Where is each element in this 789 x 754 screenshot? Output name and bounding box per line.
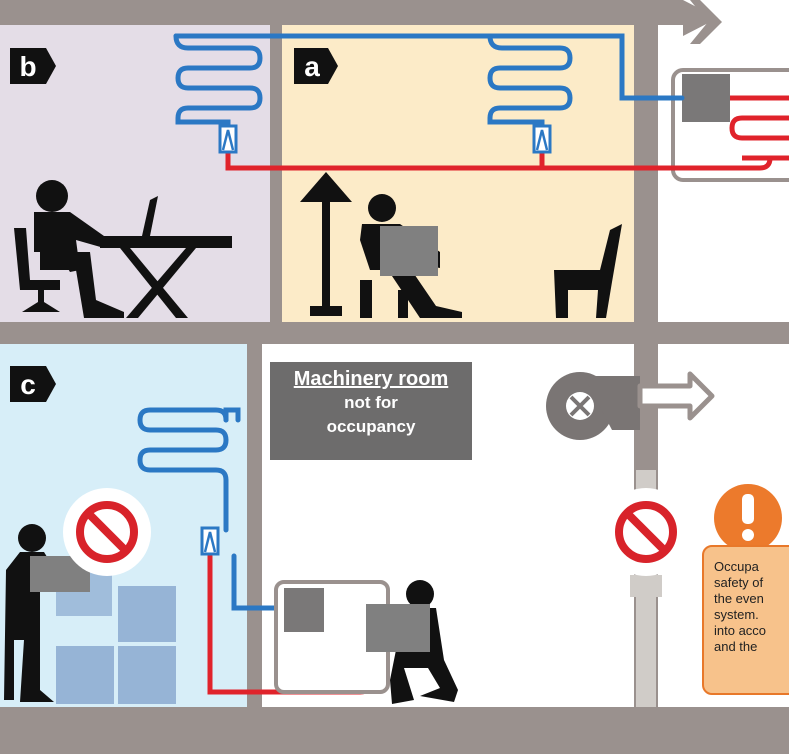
wall-lower-middle (247, 342, 262, 707)
expansion-valve-icon (218, 124, 238, 154)
lamp-silhouette (300, 172, 352, 316)
note-line: into acco (714, 623, 767, 638)
armchair-silhouette (554, 224, 622, 318)
note-line: and the (714, 639, 758, 654)
expansion-valve-icon (532, 124, 552, 154)
office-worker-silhouette (14, 180, 232, 318)
prohibited-icon (63, 488, 151, 576)
note-line: Occupa (714, 559, 759, 574)
exclamation-warning-icon (714, 484, 782, 552)
sign-title: Machinery room (293, 368, 449, 390)
room-label-a: a (294, 48, 338, 84)
room-label-b-text: b (19, 51, 36, 82)
carried-box (366, 604, 430, 652)
floor-slab (0, 322, 789, 344)
exhaust-fan-icon (546, 371, 715, 440)
roof (0, 0, 718, 36)
room-label-c-text: c (20, 369, 36, 400)
ground-slab (0, 707, 789, 754)
wall-upper-middle (270, 25, 282, 325)
machinery-room-sign: Machinery room not for occupancy (270, 362, 472, 460)
room-label-a-text: a (304, 51, 320, 82)
indoor-unit-lower (274, 580, 390, 694)
note-line: the even (714, 591, 764, 606)
worker-carrying-box-silhouette (4, 524, 60, 702)
room-label-c: c (10, 366, 56, 402)
outdoor-unit-upper (671, 68, 789, 182)
sign-line-3: occupancy (326, 417, 416, 436)
prohibited-icon (602, 488, 690, 576)
warning-note-box: Occupa safety of the even system. into a… (702, 545, 789, 695)
note-line: safety of (714, 575, 764, 590)
note-line: system. (714, 607, 759, 622)
expansion-valve-icon (200, 526, 220, 556)
upper-piping (173, 33, 773, 171)
carried-box (380, 226, 438, 276)
room-label-b: b (10, 48, 56, 84)
sign-line-2: not for (344, 393, 398, 412)
